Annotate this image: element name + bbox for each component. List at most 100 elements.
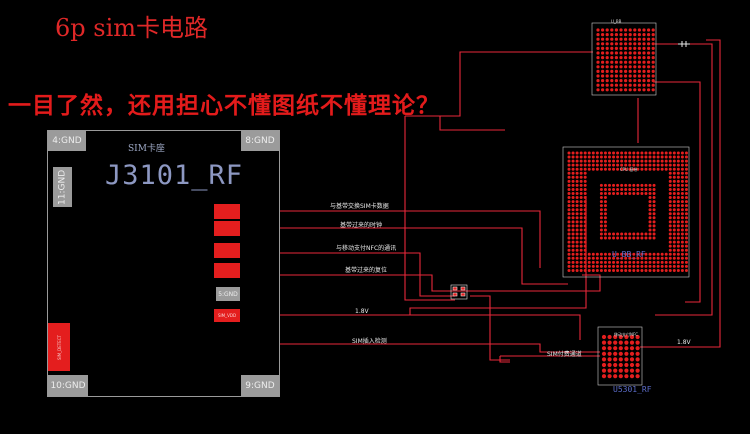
bga-ball [652,155,656,159]
bga-ball [595,151,599,155]
bga-ball [676,179,680,183]
bga-ball [608,155,611,159]
bga-ball [624,236,628,240]
bga-ball [628,159,632,163]
bga-ball [636,159,640,163]
bga-ball [680,244,684,248]
bga-ball [571,236,575,240]
bga-ball [619,79,623,83]
bga-ball [616,232,620,236]
bga-ball [612,183,616,187]
bga-ball [668,244,672,248]
bga-ball [610,79,614,83]
bga-ball [579,252,583,256]
bga-ball [668,192,672,195]
bga-ball [635,357,640,362]
bga-ball [608,268,611,272]
bga-ball [636,264,640,268]
bga-ball [624,256,628,260]
bga-ball [640,192,644,195]
bga-ball [567,151,571,155]
bga-ball [628,167,632,171]
bga-ball [632,192,636,195]
bga-ball [567,256,571,260]
bga-ball [680,220,684,224]
bga-ball [624,252,628,256]
bga-ball [640,155,644,159]
bga-ball [579,204,583,208]
bga-ball [620,163,624,167]
bga-ball [632,183,636,187]
bga-ball [672,175,676,179]
bga-ball [608,252,611,256]
bga-ball [571,248,575,252]
bga-ball [660,256,664,260]
bga-top-chip [591,22,657,96]
bga-ball [644,159,648,163]
bga-ball [603,167,607,171]
trace-nfc-1v8 [640,39,721,348]
bga-ball [648,204,652,208]
bga-ball [616,252,620,256]
bga-ball [605,33,609,37]
pin-3-pad [214,243,240,258]
bga-ball [579,179,583,183]
bga-ball [660,163,664,167]
bga-ball [672,171,676,175]
bga-ball [605,79,609,83]
bga-ball [607,362,612,368]
bga-ball [628,56,632,60]
bga-ball [620,159,624,163]
bga-ball [567,240,571,244]
bga-ball [624,28,628,32]
bga-ball [652,268,656,272]
bga-ball [628,260,632,264]
bga-ball [591,252,595,256]
bga-ball [608,187,611,191]
bga-ball [620,183,624,187]
bga-ball [607,357,612,362]
bga-ball [637,65,642,69]
bga-ball [613,374,618,379]
bga-ball [628,236,632,240]
bga-ball [684,256,688,260]
bga-ball [603,151,607,155]
bga-ball [629,346,635,351]
bga-ball [567,220,571,224]
bga-ball [656,163,660,167]
bga-ball [614,56,619,60]
bga-ball [583,200,587,204]
bga-ball [628,83,632,87]
gnd-pad-10: 10:GND [48,375,88,396]
bga-ball [684,171,688,175]
bga-ball [608,264,611,268]
bga-ball [680,171,684,175]
bga-ball [684,264,688,268]
bga-ball [684,240,688,244]
bga-ball [628,163,632,167]
bga-ball [668,183,672,187]
bga-ball [684,204,688,208]
bga-ball [599,216,603,220]
bga-ball [672,216,676,220]
bga-ball [612,232,616,236]
bga-ball [680,228,684,232]
bga-ball [651,46,655,51]
bga-ball [684,260,688,264]
bga-ball [614,60,619,64]
bga-ball [575,208,579,212]
bga-ball [579,248,583,252]
bga-ball [583,252,587,256]
bga-ball [668,175,672,179]
bga-ball [591,264,595,268]
bga-ball [605,42,609,46]
nfc-chip-caption: 移动支付NFC [614,332,639,337]
bga-ball [620,260,624,264]
bga-ball [571,240,575,244]
bga-ball [680,159,684,163]
bga-ball [601,51,605,55]
bga-ball [595,264,599,268]
bga-ball [680,196,684,200]
bga-ball [620,187,624,191]
